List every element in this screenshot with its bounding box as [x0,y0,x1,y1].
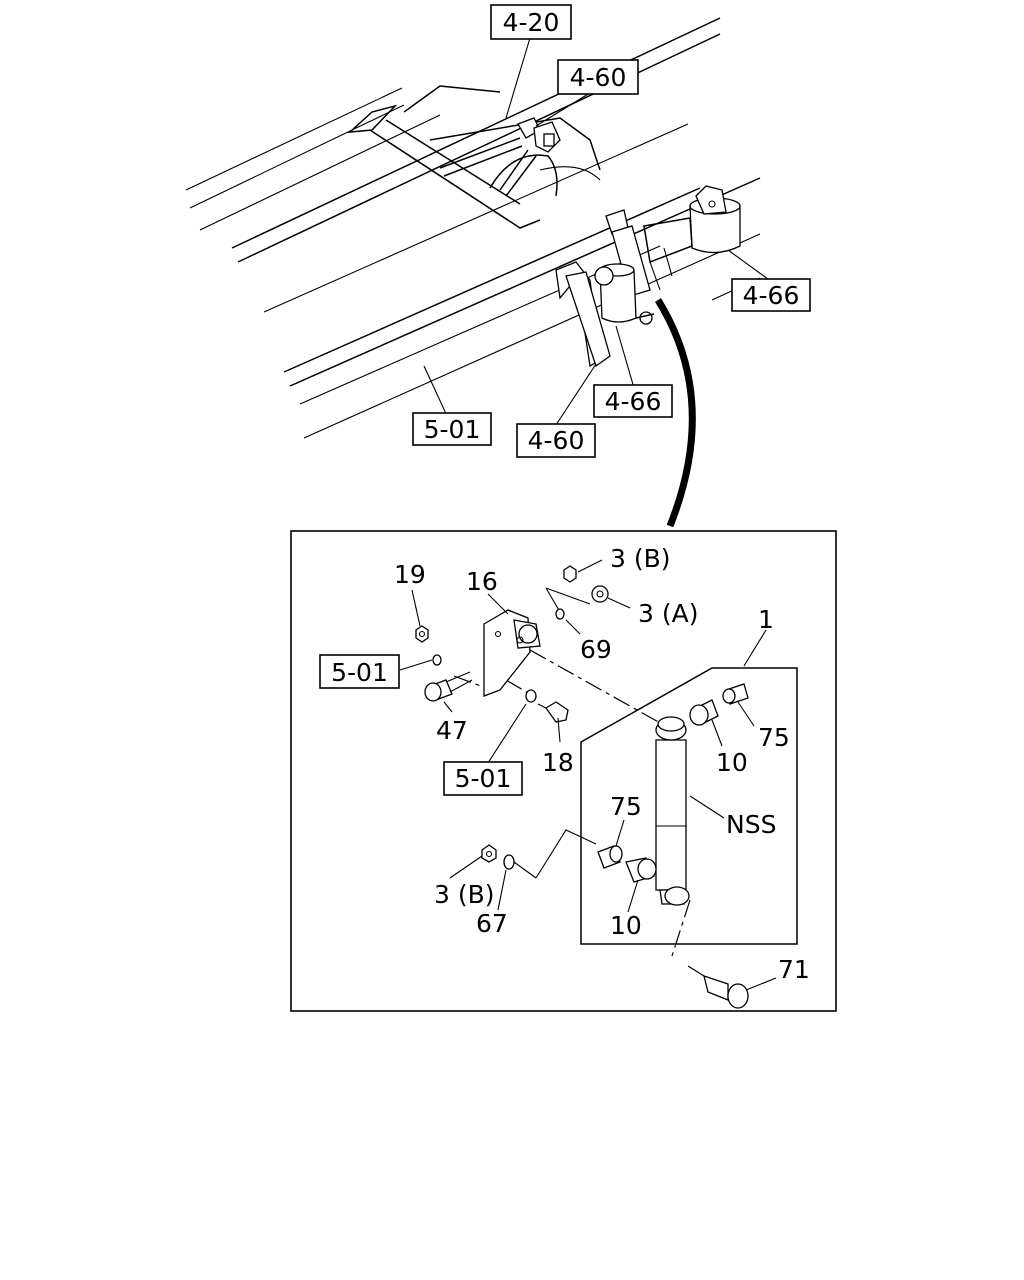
bushing-10-top [689,699,719,726]
label-part-71: 71 [778,955,810,984]
frame-overview: 4-20 4-60 4-66 4-66 4-60 5-01 [185,4,811,528]
chassis-rails [185,17,761,439]
label-part-69: 69 [580,635,612,664]
bushing-75-low [597,845,623,869]
svg-text:5-01: 5-01 [455,764,512,793]
label-part-47: 47 [436,716,468,745]
label-part-3b-low: 3 (B) [434,880,495,909]
label-part-3b-top: 3 (B) [610,544,671,573]
detail-leaders [399,559,777,991]
detail-view: 5-01 5-01 1 3 (B) 3 (A) 16 19 69 47 18 1… [290,530,837,1012]
ref-box-4-60-top: 4-60 [557,59,639,95]
label-part-10-top: 10 [716,748,748,777]
bolt-47 [424,671,473,702]
washer-67 [503,854,515,870]
ref-box-5-01-lower: 5-01 [443,761,523,796]
assembly-axes [453,587,691,957]
upper-linkage [439,117,561,197]
nut-3a [591,585,609,603]
assembly-outline [580,667,798,945]
bushing-75-top [722,683,749,705]
label-part-1: 1 [758,605,774,634]
shock-assembly-overview [555,209,655,368]
svg-text:4-66: 4-66 [743,281,800,310]
bolt-18 [537,701,569,723]
ref-box-4-20: 4-20 [490,4,572,40]
ref-box-4-60-mid: 4-60 [516,423,596,458]
label-part-10-low: 10 [610,911,642,940]
nut-3b-top [563,565,577,583]
label-part-3a: 3 (A) [638,599,698,628]
ref-box-4-66-mid: 4-66 [593,384,673,418]
washer-5-01-lower [525,689,537,703]
ref-box-5-01-bracket: 5-01 [319,654,400,689]
bracket-16 [483,609,541,697]
label-part-75-low: 75 [610,792,642,821]
label-part-67: 67 [476,909,508,938]
bolt-71 [687,965,749,1009]
nut-19 [415,625,429,643]
label-part-16: 16 [466,567,498,596]
ref-box-4-66-right: 4-66 [731,278,811,312]
svg-text:4-66: 4-66 [605,387,662,416]
svg-text:4-60: 4-60 [570,63,627,92]
label-part-19: 19 [394,560,426,589]
washer-5-01-upper [432,654,442,666]
bushing-10-low [625,857,657,883]
nut-3b-low [481,844,497,863]
shock-absorber [655,716,690,906]
label-part-nss: NSS [726,810,776,839]
air-spring-right [643,185,741,291]
svg-text:4-20: 4-20 [503,8,560,37]
svg-text:4-60: 4-60 [528,426,585,455]
detail-callout-curve [655,298,696,528]
detail-frame [290,530,837,1012]
svg-text:5-01: 5-01 [331,658,388,687]
svg-text:5-01: 5-01 [424,415,481,444]
ref-box-5-01-frame: 5-01 [412,412,492,446]
label-part-75-top: 75 [758,723,790,752]
label-part-18: 18 [542,748,574,777]
washer-69 [555,608,565,620]
